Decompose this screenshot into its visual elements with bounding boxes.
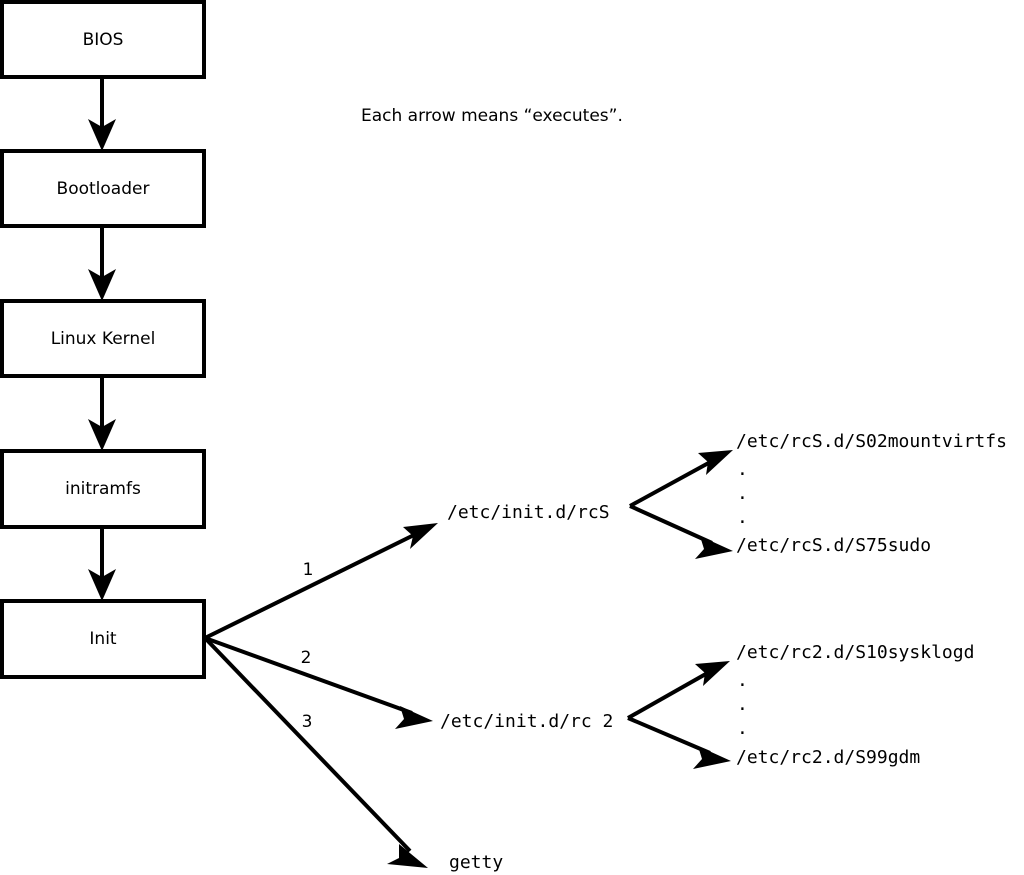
node-bios[interactable]: BIOS — [0, 0, 206, 79]
arrowhead-icon — [403, 523, 438, 549]
edge-label-two: 2 — [301, 648, 312, 668]
edge-label-one: 1 — [303, 560, 314, 580]
edge-bootloader-to-kernel — [88, 228, 116, 301]
node-rc2-label[interactable]: /etc/init.d/rc 2 — [440, 711, 613, 732]
rc2-child-last-label[interactable]: /etc/rc2.d/S99gdm — [736, 747, 920, 768]
arrowhead-icon — [88, 419, 116, 451]
arrowhead-icon — [695, 661, 730, 686]
node-linux-kernel-label: Linux Kernel — [51, 329, 156, 349]
arrowhead-icon — [88, 119, 116, 151]
rcs-child-last-label[interactable]: /etc/rcS.d/S75sudo — [736, 535, 931, 556]
node-init-label: Init — [89, 629, 117, 649]
arrowhead-icon — [88, 269, 116, 301]
edge-bios-to-bootloader — [88, 78, 116, 151]
node-initramfs[interactable]: initramfs — [0, 449, 206, 529]
rcs-ellipsis-dot-1: . — [737, 459, 748, 480]
rc2-ellipsis-dot-3: . — [737, 718, 748, 739]
node-bootloader[interactable]: Bootloader — [0, 149, 206, 228]
arrowhead-icon — [695, 536, 733, 559]
rc2-ellipsis-dot-1: . — [737, 670, 748, 691]
node-bootloader-label: Bootloader — [57, 179, 150, 199]
edge-rc2-to-last-child — [627, 716, 731, 769]
edge-init-to-rc2: 2 — [204, 636, 433, 729]
rcs-child-first-label[interactable]: /etc/rcS.d/S02mountvirtfs — [736, 431, 1007, 452]
diagram-caption: Each arrow means “executes”. — [361, 106, 623, 126]
edge-initramfs-to-init — [88, 529, 116, 601]
edge-rc2-to-first-child — [627, 661, 730, 720]
node-init[interactable]: Init — [0, 599, 206, 679]
edge-rcs-to-first-child — [629, 450, 733, 508]
edge-rcs-to-last-child — [629, 504, 733, 559]
arrowhead-icon — [693, 746, 731, 769]
rc2-ellipsis-dot-2: . — [737, 694, 748, 715]
node-initramfs-label: initramfs — [65, 479, 141, 499]
arrowhead-icon — [698, 450, 733, 475]
node-rcs-label[interactable]: /etc/init.d/rcS — [447, 502, 610, 523]
rcs-ellipsis-dot-3: . — [737, 507, 748, 528]
edge-kernel-to-initramfs — [88, 378, 116, 451]
arrowhead-icon — [395, 706, 433, 729]
arrowhead-icon — [387, 844, 428, 868]
node-getty-label[interactable]: getty — [449, 852, 503, 873]
node-linux-kernel[interactable]: Linux Kernel — [0, 299, 206, 378]
node-bios-label: BIOS — [83, 30, 124, 50]
edge-label-three: 3 — [302, 712, 313, 732]
rcs-ellipsis-dot-2: . — [737, 483, 748, 504]
rc2-child-first-label[interactable]: /etc/rc2.d/S10sysklogd — [736, 642, 974, 663]
arrowhead-icon — [88, 569, 116, 601]
edge-init-to-rcs: 1 — [204, 523, 438, 640]
edge-init-to-getty: 3 — [203, 636, 428, 868]
